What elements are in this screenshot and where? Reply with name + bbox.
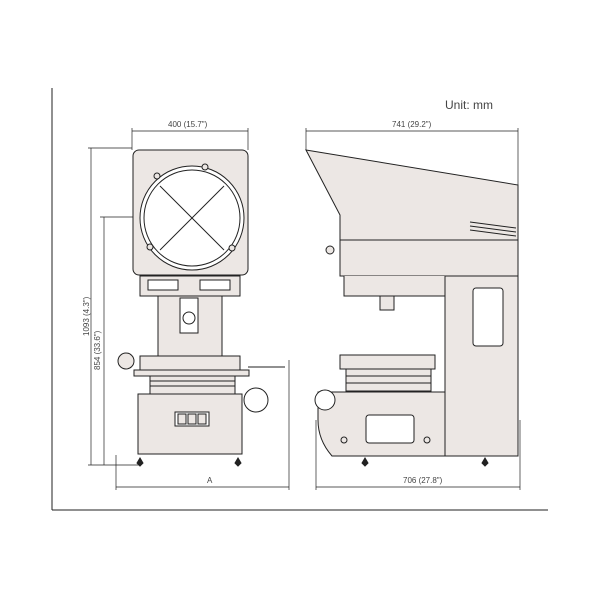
side-view	[305, 149, 519, 457]
feet	[136, 457, 489, 467]
frame	[51, 88, 548, 511]
front-view	[117, 149, 285, 455]
base-width-label: A	[207, 476, 213, 485]
front-width-label: 400 (15.7")	[168, 120, 208, 129]
side-depth-label: 741 (29.2")	[392, 120, 432, 129]
side-base-label: 706 (27.8")	[403, 476, 443, 485]
unit-label: Unit: mm	[445, 98, 493, 112]
